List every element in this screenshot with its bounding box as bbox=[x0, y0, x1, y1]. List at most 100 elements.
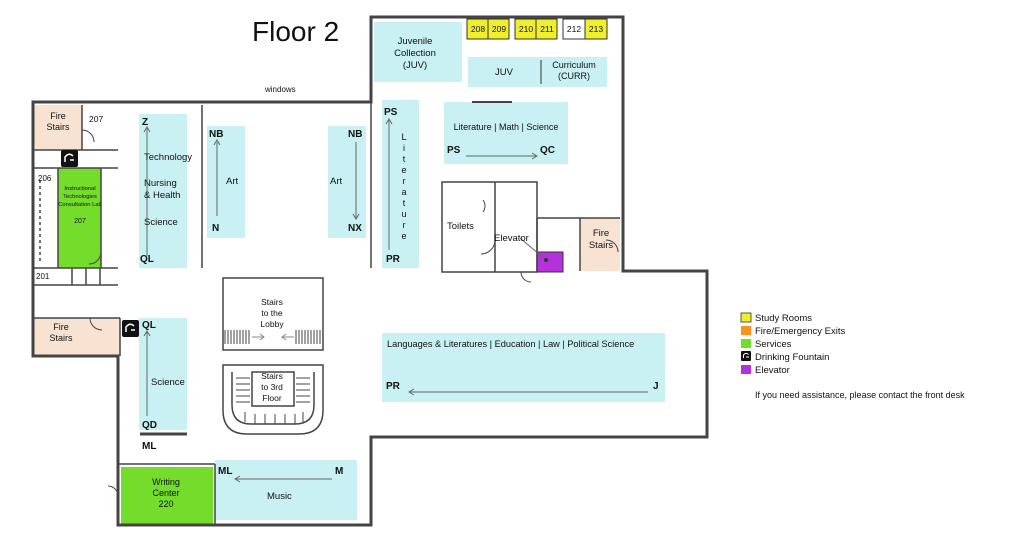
windows-label: windows bbox=[264, 85, 296, 94]
range-arrows bbox=[143, 118, 648, 483]
lit-ps-label: PS bbox=[384, 107, 398, 118]
study-room-212-label: 212 bbox=[567, 24, 581, 34]
art-right-nb-label: NB bbox=[348, 129, 362, 140]
area-art-right bbox=[328, 126, 366, 238]
music-label: Music bbox=[267, 491, 292, 502]
writing-center-fill bbox=[121, 467, 213, 524]
area-music bbox=[215, 460, 357, 520]
study-room-213-label: 213 bbox=[589, 24, 603, 34]
room-201-label: 201 bbox=[36, 272, 50, 281]
elevator-fill bbox=[536, 251, 564, 273]
area-art-left bbox=[207, 126, 245, 238]
science-bottom-label: Science bbox=[151, 377, 185, 388]
music-ml-label: ML bbox=[218, 466, 232, 477]
study-room-211 bbox=[535, 18, 558, 40]
elevator-label: Elevator bbox=[494, 233, 529, 244]
legend-swatch-study bbox=[740, 312, 752, 323]
room-206-label: 206 bbox=[38, 174, 52, 183]
science-top-label: Science bbox=[144, 217, 178, 228]
study-room-labels: 208 209 210 211 212 213 bbox=[471, 24, 603, 34]
fire-stairs-e-fill bbox=[580, 218, 620, 271]
legend-swatch-elevator bbox=[741, 365, 751, 374]
technology-label: Technology bbox=[144, 152, 192, 163]
fire-stairs-nw-fill bbox=[33, 105, 82, 150]
study-room-210-label: 210 bbox=[519, 24, 533, 34]
outer-wall bbox=[31, 15, 709, 527]
lab-fill bbox=[58, 168, 101, 268]
lab-number-label: 207 bbox=[74, 218, 86, 225]
study-room-fills bbox=[466, 18, 608, 40]
legend-label-elevator: Elevator bbox=[755, 365, 790, 376]
sci-ql-label: QL bbox=[142, 320, 156, 331]
door-arcs bbox=[81, 129, 619, 497]
area-science bbox=[139, 318, 187, 430]
nursing-label: Nursing& Health bbox=[144, 178, 180, 201]
area-literature bbox=[382, 100, 419, 268]
juv-label: JUV bbox=[495, 67, 514, 78]
lang-pr-label: PR bbox=[386, 381, 401, 392]
legend-swatch-services bbox=[741, 339, 751, 348]
curriculum-label: Curriculum(CURR) bbox=[552, 60, 596, 81]
legend-label-fire: Fire/Emergency Exits bbox=[755, 326, 846, 337]
stair-treads bbox=[224, 330, 321, 424]
legend-label-study: Study Rooms bbox=[755, 313, 812, 324]
art-left-label: Art bbox=[226, 176, 239, 187]
area-lit-math-sci bbox=[444, 102, 568, 164]
assistance-note: If you need assistance, please contact t… bbox=[755, 390, 965, 400]
fountain-icon bbox=[741, 351, 751, 361]
legend-label-fountain: Drinking Fountain bbox=[755, 352, 829, 363]
study-room-209 bbox=[487, 18, 510, 40]
fire-stairs-w-fill bbox=[33, 318, 120, 356]
languages-label: Languages & Literatures | Education | La… bbox=[387, 339, 634, 349]
legend-label-services: Services bbox=[755, 339, 792, 350]
lang-j-label: J bbox=[653, 381, 659, 392]
legend-swatch-fire bbox=[741, 326, 751, 335]
study-room-209-label: 209 bbox=[492, 24, 506, 34]
lit-math-sci-label: Literature | Math | Science bbox=[454, 122, 559, 132]
toilets-label: Toilets bbox=[447, 221, 474, 232]
study-room-213 bbox=[584, 18, 608, 40]
study-room-208-label: 208 bbox=[471, 24, 485, 34]
art-left-n-label: N bbox=[212, 223, 219, 234]
lobby-stair-arrows bbox=[252, 333, 294, 341]
lit-pr-label: PR bbox=[386, 254, 401, 265]
legend: Study Rooms Fire/Emergency Exits Service… bbox=[740, 312, 965, 400]
fountain-icon bbox=[61, 150, 78, 167]
tech-ql-label: QL bbox=[140, 254, 154, 265]
music-m-label: M bbox=[335, 466, 343, 477]
nursing-label-text: Nursing& Health bbox=[144, 178, 180, 201]
area-languages bbox=[382, 333, 665, 402]
fountain-icon bbox=[122, 320, 139, 337]
study-room-211-label: 211 bbox=[540, 24, 554, 34]
range-ps-label: PS bbox=[447, 145, 461, 156]
curriculum-label-text: Curriculum(CURR) bbox=[552, 60, 596, 81]
stairs-3rd-floor bbox=[222, 364, 324, 435]
art-right-label: Art bbox=[330, 176, 343, 187]
sci-qd-label: QD bbox=[142, 420, 157, 431]
page-title: Floor 2 bbox=[252, 16, 339, 47]
art-left-nb-label: NB bbox=[209, 129, 223, 140]
room-207-top-label: 207 bbox=[89, 114, 103, 124]
area-juv-curr bbox=[468, 57, 607, 87]
art-right-nx-label: NX bbox=[348, 223, 362, 234]
range-qc-label: QC bbox=[540, 145, 555, 156]
